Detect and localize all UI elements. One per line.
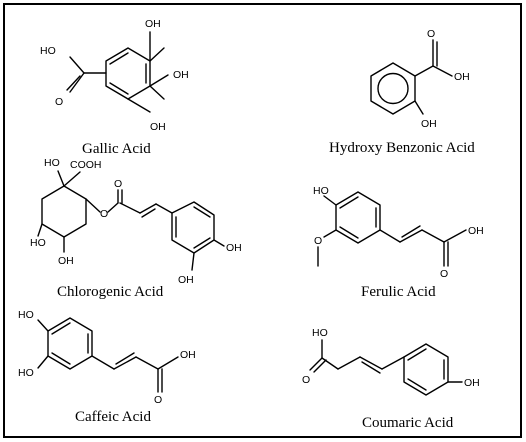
figure-border	[3, 3, 522, 438]
caffeic-atom-o: O	[154, 394, 162, 406]
coumaric-atom-ho: HO	[312, 327, 328, 339]
hydroxy-benzonic-acid-caption: Hydroxy Benzonic Acid	[329, 140, 475, 156]
chlorogenic-atom-oh-bottom: OH	[58, 255, 74, 267]
chlorogenic-atom-o-ester: O	[100, 208, 108, 220]
chlorogenic-acid-caption: Chlorogenic Acid	[57, 284, 164, 300]
caffeic-atom-ho-top: HO	[18, 309, 34, 321]
gallic-atom-ho: HO	[40, 45, 56, 57]
hba-atom-oh-acid: OH	[454, 71, 470, 83]
caffeic-atom-ho-bottom: HO	[18, 367, 34, 379]
chlorogenic-atom-o-carbonyl: O	[114, 178, 122, 190]
gallic-atom-oh-bottom: OH	[150, 121, 166, 133]
chlorogenic-atom-ho-top: HO	[44, 157, 60, 169]
ferulic-atom-o-methoxy: O	[314, 235, 322, 247]
gallic-acid-caption: Gallic Acid	[82, 141, 151, 157]
caffeic-atom-oh: OH	[180, 349, 196, 361]
ferulic-atom-ho: HO	[313, 185, 329, 197]
coumaric-atom-oh: OH	[464, 377, 480, 389]
caffeic-acid-caption: Caffeic Acid	[75, 409, 151, 425]
gallic-atom-o: O	[55, 96, 63, 108]
gallic-atom-oh-top: OH	[145, 18, 161, 30]
coumaric-acid-caption: Coumaric Acid	[362, 415, 454, 431]
chlorogenic-atom-ho-left: HO	[30, 237, 46, 249]
ferulic-acid-caption: Ferulic Acid	[361, 284, 436, 300]
chlorogenic-atom-oh-right: OH	[226, 242, 242, 254]
chlorogenic-atom-cooh: COOH	[70, 159, 102, 171]
gallic-atom-oh-right: OH	[173, 69, 189, 81]
chlorogenic-atom-oh-lower: OH	[178, 274, 194, 286]
hba-atom-oh-ring: OH	[421, 118, 437, 130]
ferulic-atom-o: O	[440, 268, 448, 280]
coumaric-atom-o: O	[302, 374, 310, 386]
hba-atom-o: O	[427, 28, 435, 40]
ferulic-atom-oh: OH	[468, 225, 484, 237]
